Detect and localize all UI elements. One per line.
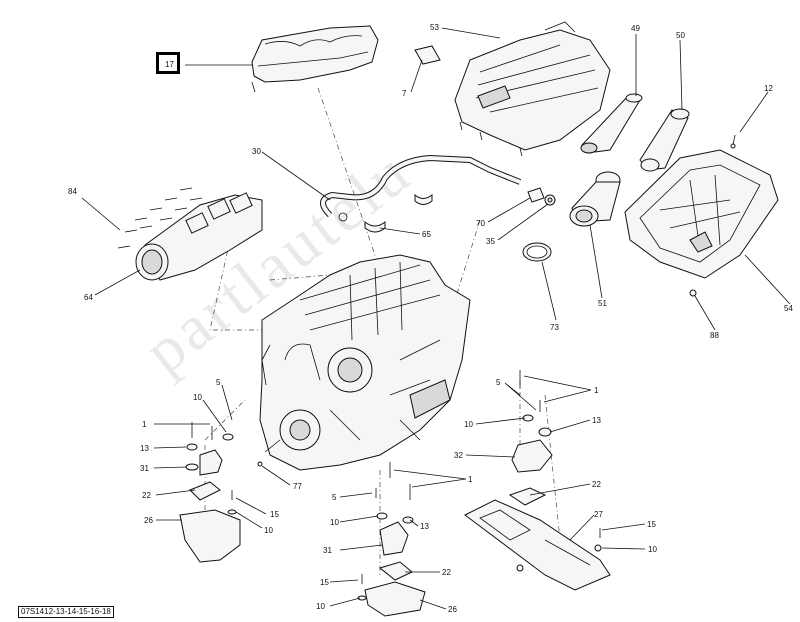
callout-30: 30 [252, 147, 261, 156]
callout-10-left-top: 10 [193, 393, 202, 402]
callout-10-right-top: 10 [464, 420, 473, 429]
throttle-adapter-part [569, 171, 621, 227]
callout-1-left: 1 [142, 420, 147, 429]
callout-64: 64 [84, 293, 93, 302]
callout-54: 54 [784, 304, 793, 313]
callout-15-right: 15 [647, 520, 656, 529]
callout-53: 53 [430, 23, 439, 32]
callout-32: 32 [454, 451, 463, 460]
breather-tube-part [320, 154, 522, 222]
callout-49: 49 [631, 24, 640, 33]
oil-pan-part [624, 149, 779, 279]
manifold-bolts-part [117, 187, 203, 249]
left-mount-group-part [179, 422, 263, 563]
callout-13-right: 13 [592, 416, 601, 425]
engine-block-part [259, 254, 471, 471]
right-mount-group-part [464, 370, 611, 591]
callout-10-right-bottom: 10 [648, 545, 657, 554]
callout-17: 17 [165, 60, 174, 69]
air-hose-50-part [639, 108, 690, 172]
callout-10-center-top: 10 [330, 518, 339, 527]
callout-70: 70 [476, 219, 485, 228]
callout-5-center: 5 [332, 493, 337, 502]
callout-88: 88 [710, 331, 719, 340]
callout-65: 65 [422, 230, 431, 239]
clamp-73-part [522, 242, 552, 262]
callout-35: 35 [486, 237, 495, 246]
callout-13-center: 13 [420, 522, 429, 531]
exhaust-manifold-part [135, 192, 263, 281]
callout-22-left: 22 [142, 491, 151, 500]
air-intake-silencer-part [454, 21, 611, 157]
leader-lines [81, 27, 791, 610]
callout-10-center-bottom: 10 [316, 602, 325, 611]
fittings-part [527, 187, 556, 206]
callout-1-center: 1 [468, 475, 473, 484]
callout-26-center: 26 [448, 605, 457, 614]
callout-31-center: 31 [323, 546, 332, 555]
clamps-65-part [364, 193, 433, 233]
callout-26-left: 26 [144, 516, 153, 525]
callout-73: 73 [550, 323, 559, 332]
callout-27: 27 [594, 510, 603, 519]
callout-5-left: 5 [216, 378, 221, 387]
bolts-small-part [689, 134, 736, 297]
callout-51: 51 [598, 299, 607, 308]
diagram-reference-code: 07S1412-13-14-15-16-18 [18, 606, 114, 618]
callout-labels: 17 7 53 49 50 12 30 65 70 35 51 73 54 88… [68, 23, 793, 614]
callout-12: 12 [764, 84, 773, 93]
callout-7: 7 [402, 89, 407, 98]
callout-84: 84 [68, 187, 77, 196]
callout-77: 77 [293, 482, 302, 491]
highlight-box [156, 52, 180, 74]
callout-22-right: 22 [592, 480, 601, 489]
callout-22-center: 22 [442, 568, 451, 577]
engine-cover-part [251, 25, 379, 93]
center-mount-group-part [357, 462, 426, 617]
callout-1-right: 1 [594, 386, 599, 395]
label-tag-part [414, 45, 441, 65]
callout-10-left-bottom: 10 [264, 526, 273, 535]
callout-5-right: 5 [496, 378, 501, 387]
callout-15-left: 15 [270, 510, 279, 519]
air-hose-49-part [580, 93, 643, 154]
callout-50: 50 [676, 31, 685, 40]
callout-13-left: 13 [140, 444, 149, 453]
callout-15-center: 15 [320, 578, 329, 587]
callout-31-left: 31 [140, 464, 149, 473]
